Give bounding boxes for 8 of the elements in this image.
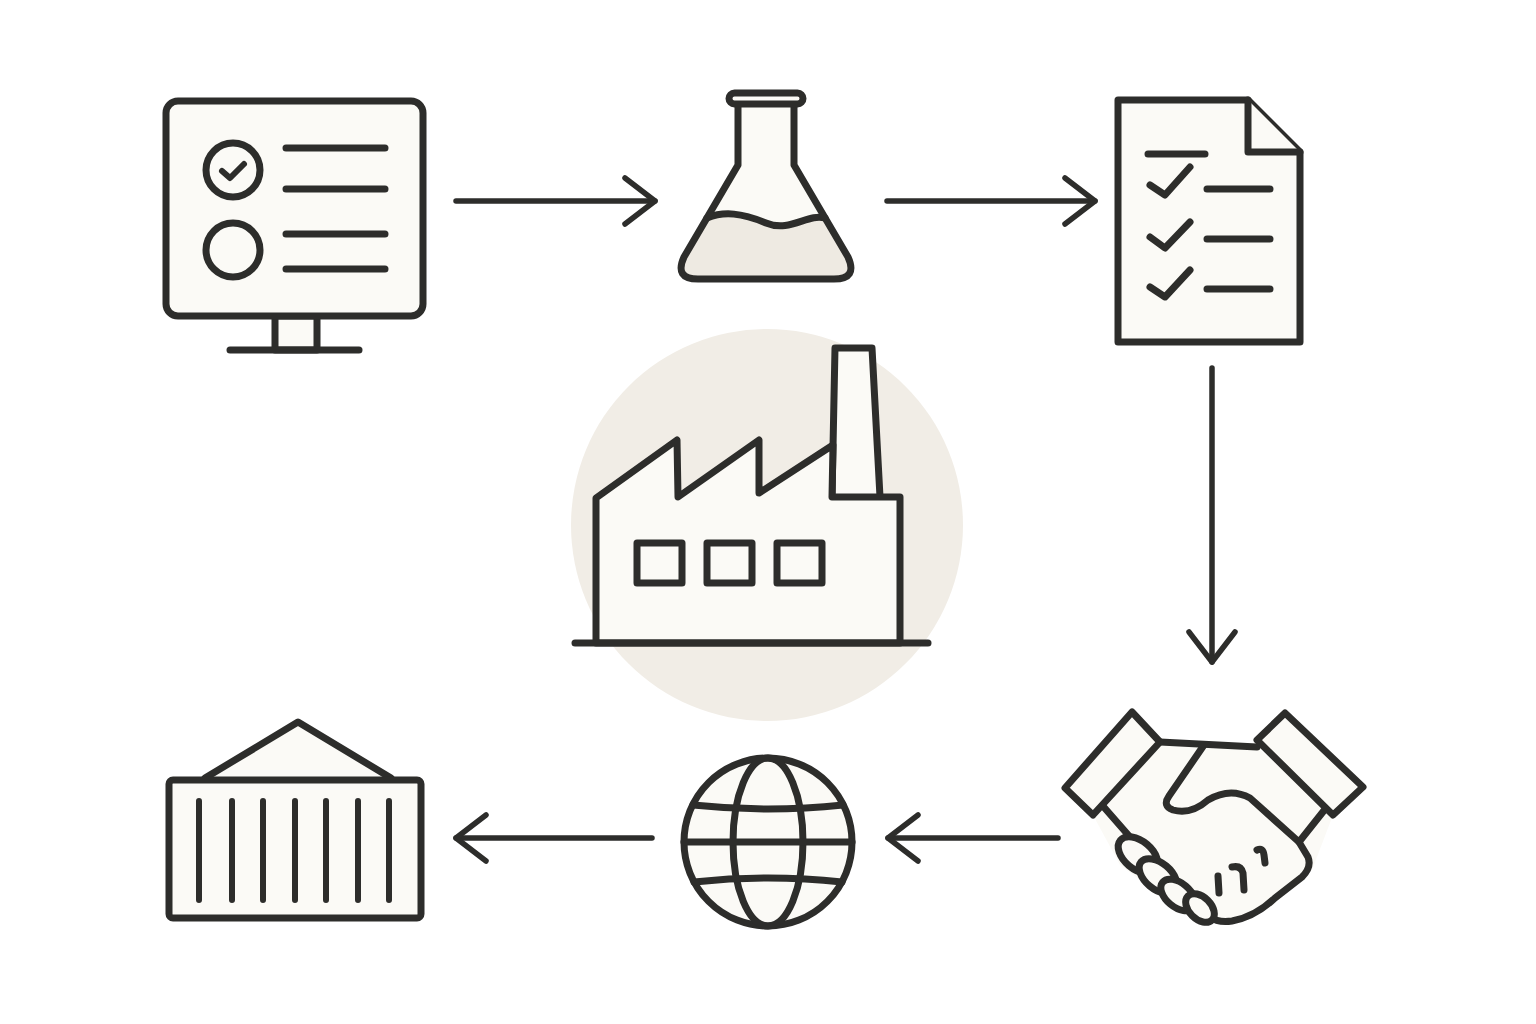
arrow	[453, 175, 658, 227]
arrow	[884, 175, 1098, 227]
arrow	[1186, 365, 1238, 665]
handshake-icon	[1060, 707, 1368, 927]
arrow	[453, 812, 655, 864]
checklist-document-icon	[1113, 94, 1306, 347]
arrow	[885, 812, 1061, 864]
monitor-checklist-icon	[162, 97, 428, 355]
